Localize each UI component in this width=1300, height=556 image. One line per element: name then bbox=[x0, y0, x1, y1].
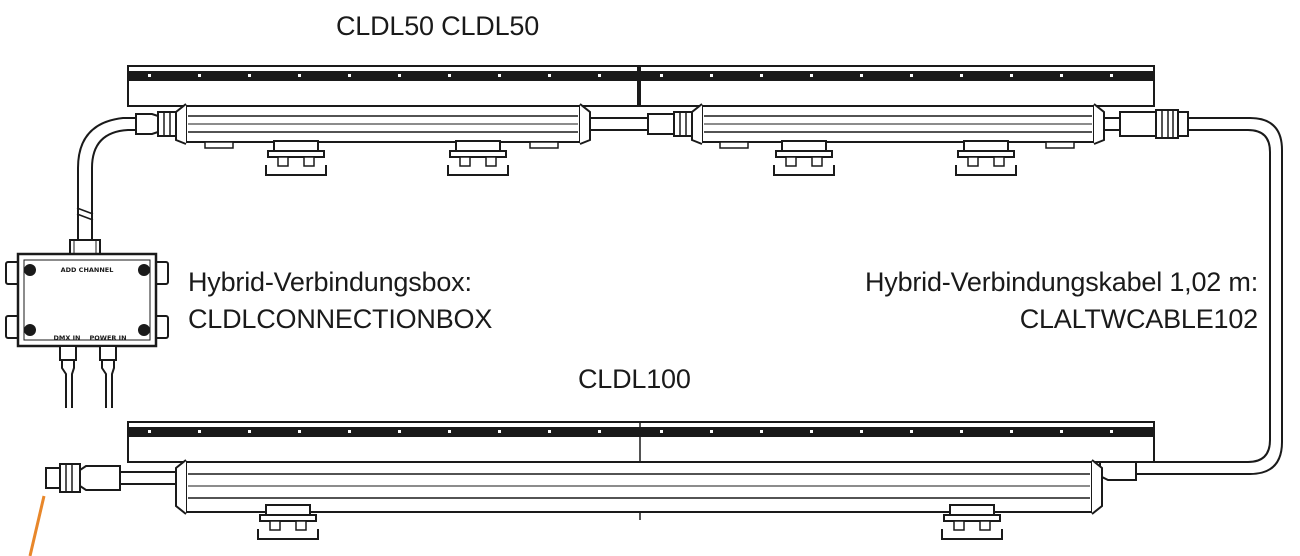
top-fixtures-label: CLDL50 CLDL50 bbox=[336, 11, 540, 41]
led-dots bbox=[148, 74, 601, 77]
fixture-cldl50-left bbox=[127, 65, 639, 176]
connection-box-label-1: Hybrid-Verbindungsbox: bbox=[188, 267, 472, 297]
inter-fixture-connector bbox=[590, 111, 693, 137]
led-dots bbox=[660, 74, 1113, 77]
hybrid-cable-label-1: Hybrid-Verbindungskabel 1,02 m: bbox=[864, 267, 1258, 297]
port-label-left: DMX IN bbox=[54, 334, 81, 342]
port-label-top: ADD CHANNEL bbox=[61, 266, 114, 274]
bottom-fixture-label: CLDL100 bbox=[578, 364, 691, 394]
fixture-cldl100 bbox=[127, 421, 1155, 540]
hybrid-cable-label-2: CLALTWCABLE102 bbox=[1019, 304, 1259, 334]
fixture-cldl50-right bbox=[639, 65, 1155, 176]
accent-leader-line bbox=[28, 495, 46, 556]
connection-box-label-2: CLDLCONNECTIONBOX bbox=[188, 304, 493, 334]
led-dots bbox=[148, 430, 1113, 433]
output-cable bbox=[45, 463, 176, 493]
connection-box: ADD CHANNEL DMX IN POWER IN bbox=[5, 239, 169, 408]
port-label-right: POWER IN bbox=[89, 334, 126, 342]
box-input-cable bbox=[76, 111, 177, 240]
